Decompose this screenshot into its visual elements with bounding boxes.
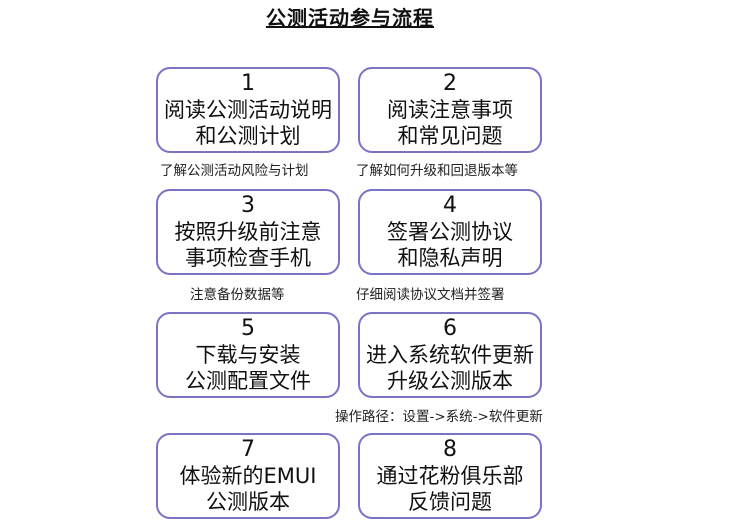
diagram-title: 公测活动参与流程 bbox=[266, 6, 434, 30]
step-label-line-2: 公测配置文件 bbox=[185, 369, 311, 393]
step-box-6: 6 进入系统软件更新 升级公测版本 bbox=[358, 312, 542, 398]
step-label-line-1: 下载与安装 bbox=[195, 343, 301, 367]
step-number: 2 bbox=[443, 71, 457, 96]
step-note-4: 仔细阅读协议文档并签署 bbox=[356, 287, 505, 303]
step-label-line-1: 按照升级前注意 bbox=[174, 220, 322, 244]
step-label-line-2: 和隐私声明 bbox=[397, 246, 503, 270]
step-label-line-1: 通过花粉俱乐部 bbox=[376, 464, 524, 488]
step-label-line-2: 升级公测版本 bbox=[387, 369, 513, 393]
step-label-line-1: 体验新的EMUI bbox=[179, 464, 317, 488]
step-label-line-2: 和常见问题 bbox=[397, 124, 503, 148]
step-box-2: 2 阅读注意事项 和常见问题 bbox=[358, 67, 542, 153]
step-note-3: 注意备份数据等 bbox=[190, 287, 285, 303]
step-note-6: 操作路径：设置->系统->软件更新 bbox=[335, 409, 543, 425]
step-box-4: 4 签署公测协议 和隐私声明 bbox=[358, 189, 542, 275]
step-number: 4 bbox=[443, 193, 457, 218]
step-label-line-1: 进入系统软件更新 bbox=[366, 343, 534, 367]
step-box-5: 5 下载与安装 公测配置文件 bbox=[156, 312, 340, 398]
step-label-line-2: 公测版本 bbox=[206, 490, 290, 514]
step-number: 6 bbox=[443, 316, 457, 341]
step-label-line-1: 阅读公测活动说明 bbox=[164, 98, 332, 122]
step-label-line-2: 和公测计划 bbox=[195, 124, 301, 148]
step-number: 3 bbox=[241, 193, 255, 218]
step-label-line-1: 签署公测协议 bbox=[387, 220, 513, 244]
step-box-7: 7 体验新的EMUI 公测版本 bbox=[156, 433, 340, 519]
step-note-1: 了解公测活动风险与计划 bbox=[160, 163, 309, 179]
step-note-2: 了解如何升级和回退版本等 bbox=[356, 163, 518, 179]
step-number: 5 bbox=[241, 316, 255, 341]
step-number: 8 bbox=[443, 437, 457, 462]
step-label-line-2: 反馈问题 bbox=[408, 490, 492, 514]
step-label-line-2: 事项检查手机 bbox=[185, 246, 311, 270]
step-number: 7 bbox=[241, 437, 255, 462]
step-box-8: 8 通过花粉俱乐部 反馈问题 bbox=[358, 433, 542, 519]
step-label-line-1: 阅读注意事项 bbox=[387, 98, 513, 122]
step-number: 1 bbox=[241, 71, 255, 96]
step-box-3: 3 按照升级前注意 事项检查手机 bbox=[156, 189, 340, 275]
step-box-1: 1 阅读公测活动说明 和公测计划 bbox=[156, 67, 340, 153]
